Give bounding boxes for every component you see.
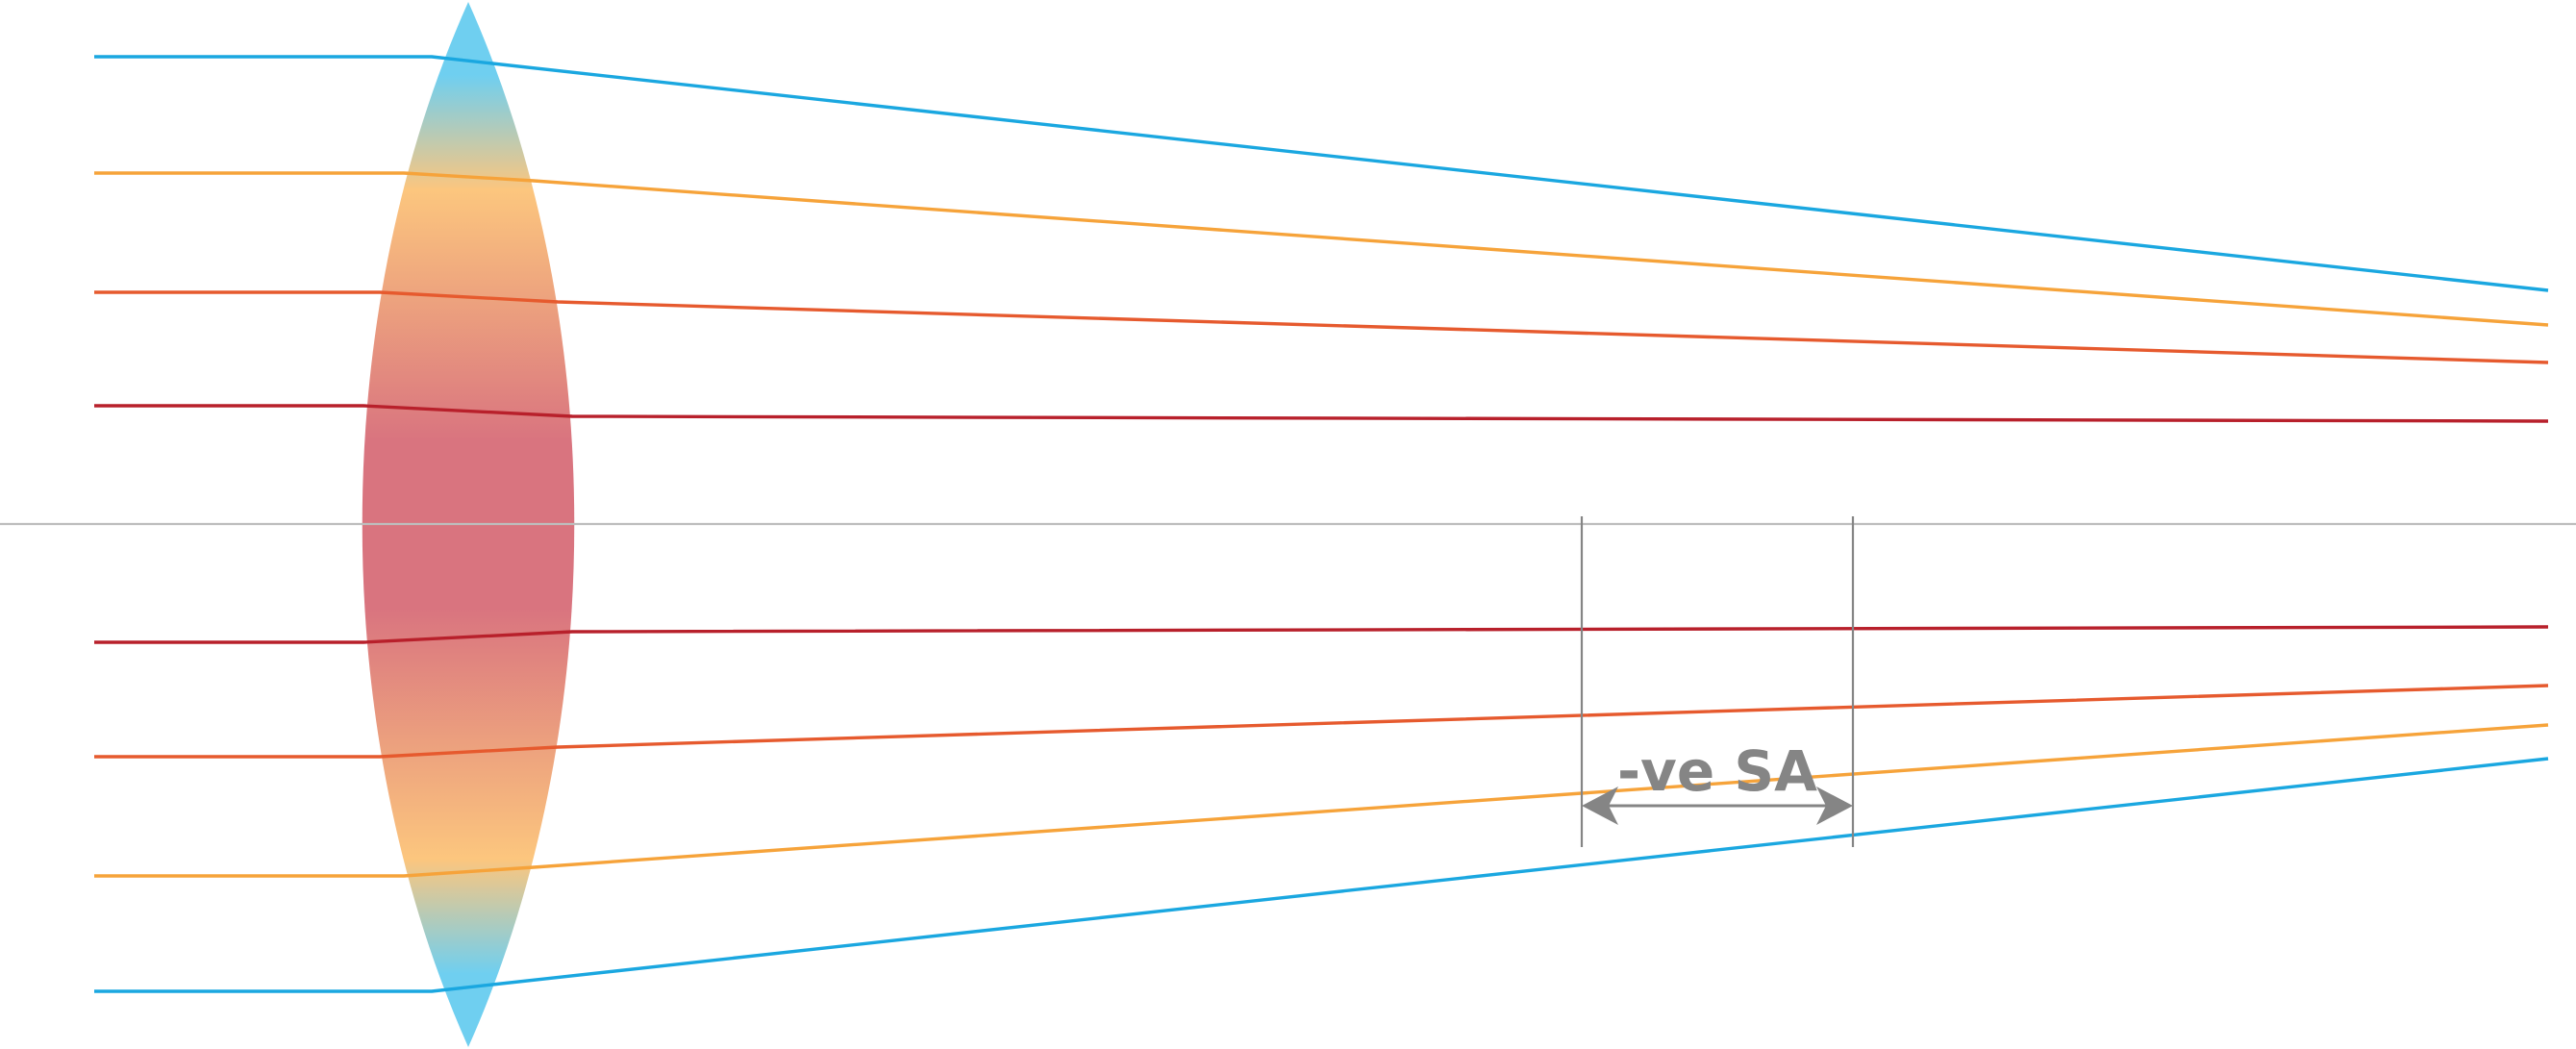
ray-upper-orange <box>94 171 2549 327</box>
ray-upper-red-orange <box>94 290 2549 364</box>
ray-lower-red-orange <box>94 684 2549 759</box>
ray-lower-dark-red <box>94 625 2549 644</box>
ray-lower-blue <box>94 757 2549 993</box>
ray-upper-dark-red <box>94 404 2549 423</box>
double-arrow-icon <box>1582 787 1853 825</box>
spherical-aberration-dimension: -ve SA <box>1580 516 1855 847</box>
rays-group <box>94 55 2549 993</box>
ray-upper-blue <box>94 55 2549 292</box>
negative-sa-label: -ve SA <box>1617 738 1817 804</box>
ray-lower-orange <box>94 723 2549 878</box>
